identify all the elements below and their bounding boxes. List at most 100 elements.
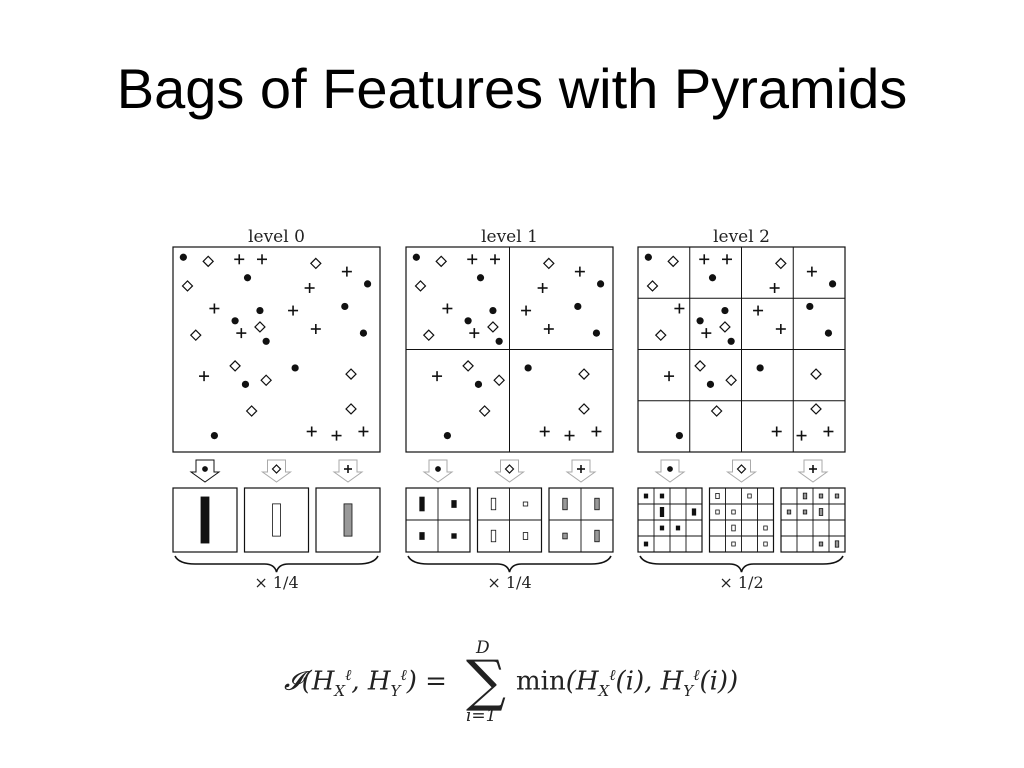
feature-point	[828, 280, 837, 288]
feature-point	[202, 255, 215, 268]
histogram-bar	[731, 509, 736, 515]
formula-sum-symbol: ∑	[466, 649, 506, 714]
histogram-bar	[659, 525, 665, 531]
feature-point	[256, 306, 264, 315]
histogram-bar	[562, 532, 568, 540]
feature-point	[810, 403, 822, 415]
histogram-bar	[419, 532, 425, 540]
histogram-bar	[763, 541, 768, 547]
feature-point	[592, 329, 601, 337]
histogram-bar	[562, 497, 568, 511]
feature-point	[487, 321, 499, 333]
feature-point	[578, 368, 590, 380]
feature-point	[696, 317, 704, 325]
feature-point	[706, 380, 715, 388]
histogram-intersection-formula: 𝓘(HXℓ, HYℓ) = D ∑ i=1 min(HXℓ(i), HYℓ(i)…	[240, 636, 800, 736]
histogram-bar	[643, 493, 649, 499]
histogram-bar	[802, 492, 808, 500]
histogram-bar	[834, 540, 840, 548]
histogram-bar	[818, 493, 824, 499]
feature-point	[578, 403, 590, 415]
level-brace	[407, 555, 612, 573]
level-label: level 0	[248, 227, 305, 247]
level-brace	[174, 555, 379, 573]
histogram-bar	[818, 541, 824, 547]
histogram-bar	[343, 503, 353, 537]
histogram-bar	[763, 525, 768, 531]
feature-point	[725, 374, 737, 387]
feature-point	[474, 380, 483, 388]
feature-point	[574, 302, 582, 311]
feature-point	[524, 364, 532, 372]
feature-point	[189, 329, 202, 341]
feature-point	[245, 405, 258, 417]
feature-point	[756, 364, 764, 372]
feature-point	[181, 280, 194, 292]
feature-point	[345, 368, 357, 380]
histogram-bar	[522, 501, 529, 507]
arrow-feature-icon	[271, 464, 282, 474]
histogram-bar	[715, 509, 720, 515]
feature-point	[654, 329, 667, 341]
histogram-bar	[490, 529, 497, 543]
level-label: level 2	[713, 227, 770, 247]
histogram-bar	[522, 532, 529, 540]
feature-point	[489, 306, 497, 315]
feature-point	[710, 405, 723, 417]
feature-point	[363, 280, 372, 288]
feature-point	[644, 253, 652, 261]
feature-point	[774, 257, 787, 270]
level-weight: × 1/4	[254, 573, 298, 592]
histogram-bar	[594, 529, 600, 543]
histogram-bar	[451, 533, 457, 539]
histogram-bar	[834, 493, 840, 499]
feature-point	[824, 329, 833, 337]
feature-point	[291, 364, 299, 372]
formula-rhs: min(HXℓ(i), HYℓ(i))	[516, 666, 739, 700]
feature-point	[462, 360, 474, 372]
level-weight: × 1/2	[719, 573, 763, 592]
histogram-bar	[802, 509, 808, 515]
level-weight: × 1/4	[487, 573, 531, 592]
level-box	[172, 246, 381, 453]
histogram-bar	[675, 525, 681, 531]
feature-point	[667, 255, 680, 268]
histogram-bar	[731, 541, 736, 547]
slide-title: Bags of Features with Pyramids	[116, 57, 908, 120]
spatial-pyramid-diagram: level 0 × 1/4 level 1 × 1/4 level 2 × 1/2	[172, 227, 846, 592]
histogram-bar	[731, 524, 736, 532]
feature-point	[727, 337, 735, 345]
feature-point	[478, 405, 491, 417]
level-label: level 1	[481, 227, 538, 247]
formula-sum-lower: i=1	[466, 706, 497, 726]
feature-point	[254, 321, 266, 333]
formula-sum-upper: D	[476, 638, 490, 658]
histogram-bar	[272, 503, 281, 537]
feature-point	[464, 317, 472, 325]
level-brace	[639, 555, 844, 573]
feature-point	[229, 360, 241, 372]
histogram-bar	[200, 496, 210, 544]
feature-point	[596, 280, 605, 288]
feature-point	[414, 280, 427, 292]
feature-point	[646, 280, 659, 292]
histogram-bar	[747, 493, 752, 499]
feature-point	[810, 368, 822, 380]
histogram-bar	[715, 493, 720, 499]
feature-point	[443, 432, 451, 440]
feature-point	[241, 380, 250, 388]
feature-point	[341, 302, 349, 311]
histogram-bar	[786, 509, 792, 515]
feature-point	[476, 274, 485, 282]
feature-point	[309, 257, 322, 270]
feature-point	[422, 329, 435, 341]
arrow-feature-icon	[202, 466, 208, 472]
histogram-bar	[659, 493, 665, 499]
feature-point	[345, 403, 357, 415]
formula-lhs: 𝓘(HXℓ, HYℓ) =	[284, 666, 447, 700]
feature-point	[495, 337, 503, 345]
histogram-bar	[419, 496, 425, 512]
feature-point	[493, 374, 505, 387]
arrow-feature-icon	[667, 466, 673, 472]
